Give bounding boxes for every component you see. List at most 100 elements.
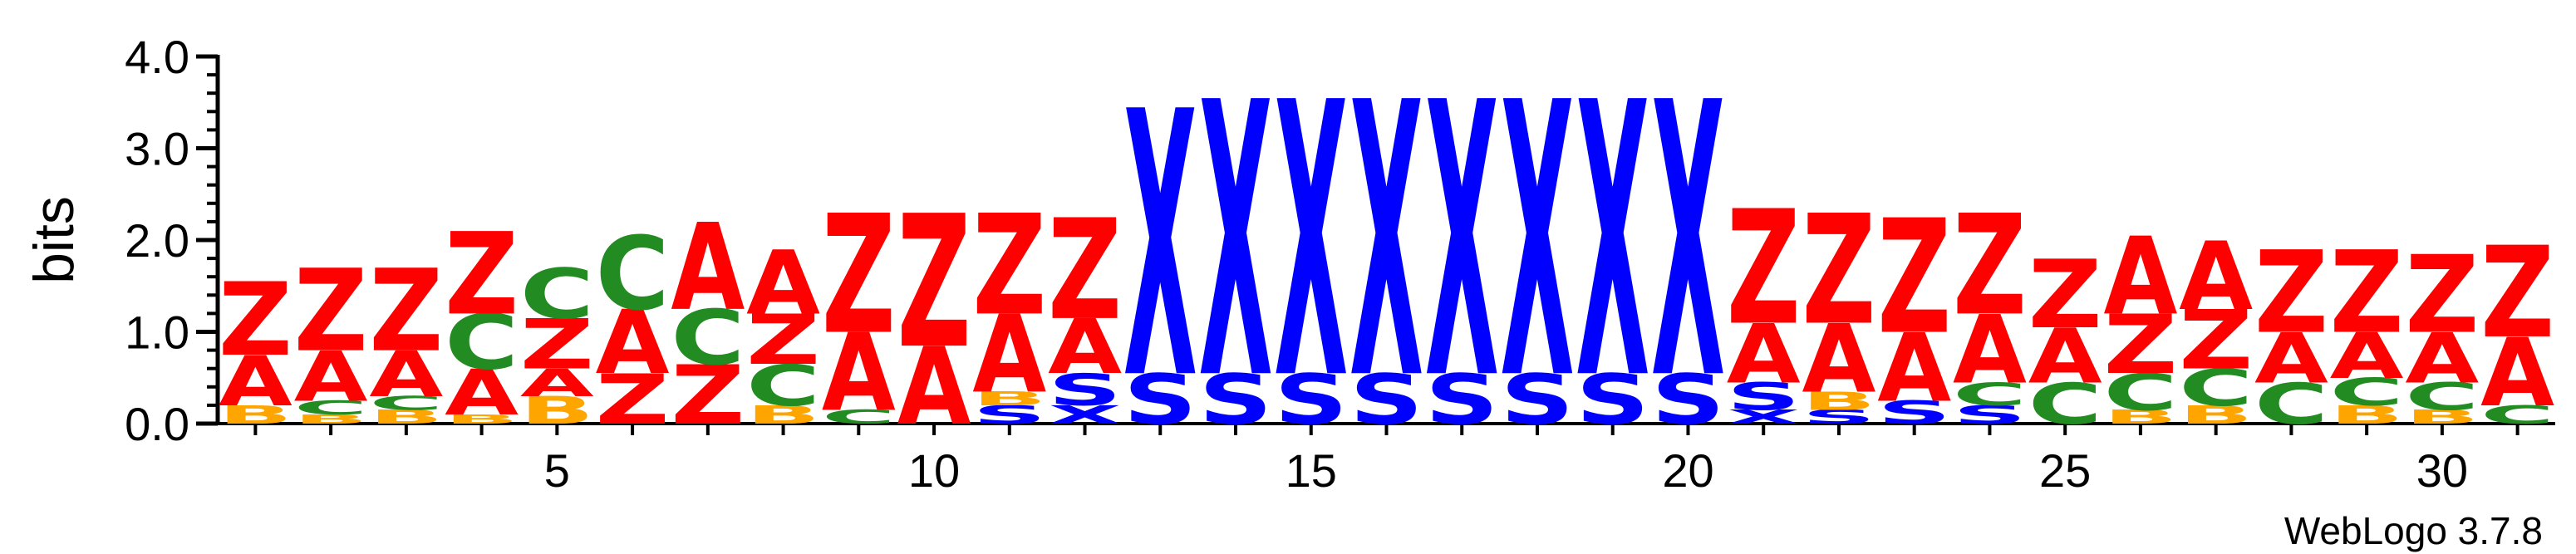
x-tick-label: 20	[1662, 444, 1713, 497]
letter-B: B	[2330, 400, 2404, 429]
letter-A: A	[972, 292, 1046, 417]
letter-A: A	[445, 356, 519, 429]
letter-Z: Z	[1727, 177, 1801, 360]
stack-position-1: BAZ	[219, 262, 293, 430]
letter-S: S	[1953, 400, 2027, 429]
letter-A: A	[2179, 222, 2253, 331]
letter-X: X	[1651, 23, 1725, 463]
letter-Z: Z	[369, 245, 443, 377]
letter-S: S	[1048, 365, 1122, 415]
letter-B: B	[369, 406, 443, 428]
letter-C: C	[2480, 400, 2554, 429]
stack-position-13: SX	[1123, 35, 1197, 460]
letter-C: C	[746, 354, 820, 419]
letter-A: A	[520, 361, 594, 405]
letter-A: A	[1953, 295, 2027, 404]
letter-B: B	[972, 388, 1046, 409]
letter-C: C	[2254, 372, 2328, 438]
weblogo-version-label: WebLogo 3.7.8	[2284, 509, 2543, 552]
letter-A: A	[671, 198, 745, 337]
stack-position-14: SX	[1199, 23, 1273, 463]
letter-B: B	[2103, 406, 2177, 428]
letter-B: B	[1802, 387, 1875, 416]
stack-position-19: SX	[1576, 23, 1649, 463]
letter-A: A	[2254, 318, 2328, 399]
letter-X: X	[1349, 23, 1423, 463]
letter-Z: Z	[671, 349, 745, 444]
letter-S: S	[1199, 360, 1273, 440]
letter-X: X	[1199, 23, 1273, 463]
letter-B: B	[294, 412, 368, 427]
letter-C: C	[2028, 372, 2102, 438]
letter-Z: Z	[1048, 190, 1122, 351]
letter-B: B	[219, 400, 293, 429]
letter-C: C	[2405, 375, 2479, 419]
letter-Z: Z	[972, 186, 1046, 347]
letter-X: X	[1425, 23, 1499, 463]
letter-A: A	[1802, 304, 1875, 414]
letter-A: A	[2028, 313, 2102, 400]
letter-Z: Z	[897, 176, 971, 389]
letter-S: S	[1123, 360, 1197, 440]
stack-position-17: SX	[1425, 23, 1499, 463]
letter-Z: Z	[746, 300, 820, 380]
stack-position-7: ZCA	[671, 198, 745, 444]
letter-B: B	[2405, 406, 2479, 428]
y-tick-label: 0.0	[125, 398, 189, 450]
stack-position-15: SX	[1274, 23, 1348, 463]
letter-A: A	[2330, 320, 2404, 393]
letter-B: B	[2179, 400, 2253, 429]
letter-X: X	[1501, 23, 1575, 463]
y-tick-label: 1.0	[125, 306, 189, 359]
y-tick-label: 3.0	[125, 123, 189, 175]
letter-Z: Z	[219, 262, 293, 379]
letter-S: S	[972, 400, 1046, 429]
letter-C: C	[445, 300, 519, 387]
letter-A: A	[219, 341, 293, 422]
letter-A: A	[2103, 214, 2177, 339]
letter-Z: Z	[445, 208, 519, 341]
letter-Z: Z	[1953, 186, 2027, 347]
letter-X: X	[1274, 23, 1348, 463]
stack-position-20: SX	[1651, 23, 1725, 463]
stack-position-18: SX	[1501, 23, 1575, 463]
letter-Z: Z	[2405, 233, 2479, 357]
x-tick-label: 15	[1286, 444, 1337, 497]
letter-A: A	[1877, 313, 1951, 423]
letter-C: C	[1953, 376, 2027, 413]
letter-A: A	[2405, 318, 2479, 399]
letter-C: C	[671, 295, 745, 382]
letter-X: X	[1727, 406, 1801, 428]
stack-position-23: SAZ	[1877, 186, 1951, 431]
letter-Z: Z	[2179, 293, 2253, 388]
stack-position-31: CAZ	[2480, 220, 2554, 429]
letter-S: S	[1802, 406, 1875, 428]
letter-C: C	[520, 254, 594, 335]
letter-A: A	[596, 292, 670, 395]
letter-A: A	[822, 311, 896, 435]
letter-X: X	[1048, 400, 1122, 429]
letter-Z: Z	[2028, 239, 2102, 350]
letter-S: S	[1727, 375, 1801, 419]
letter-C: C	[294, 397, 368, 419]
x-tick-label: 30	[2416, 444, 2468, 497]
stack-position-16: SX	[1349, 23, 1423, 463]
x-tick-label: 5	[544, 444, 570, 497]
stack-position-10: AZ	[897, 176, 971, 449]
y-tick-label: 2.0	[125, 214, 189, 267]
letter-Z: Z	[1877, 186, 1951, 370]
y-tick-label: 4.0	[125, 31, 189, 83]
letter-Z: Z	[1802, 183, 1875, 359]
